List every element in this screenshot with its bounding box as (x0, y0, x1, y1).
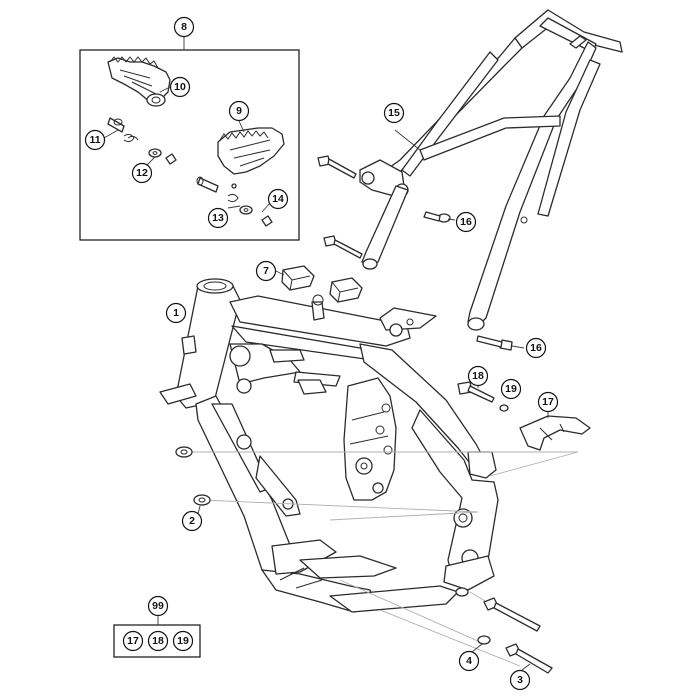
callout-7: 7 (255, 260, 277, 282)
svg-text:2: 2 (189, 515, 195, 527)
svg-text:12: 12 (136, 167, 148, 179)
svg-text:17: 17 (127, 635, 139, 647)
svg-text:1: 1 (173, 307, 179, 319)
callout-3: 3 (509, 669, 531, 691)
callout-2: 2 (181, 510, 203, 532)
subframe (359, 9, 623, 331)
callout-4: 4 (458, 650, 480, 672)
svg-text:9: 9 (236, 105, 242, 117)
svg-text:19: 19 (177, 635, 189, 647)
svg-text:14: 14 (272, 193, 284, 205)
chain-guide-washer (499, 404, 509, 412)
washer-lower-left (193, 494, 211, 506)
svg-text:8: 8 (181, 21, 187, 33)
subframe-bolt-lower-right (476, 335, 513, 351)
subframe-bolt-upper (317, 155, 357, 179)
engine-bolt-upper (455, 587, 541, 632)
svg-text:18: 18 (152, 635, 164, 647)
svg-text:15: 15 (388, 107, 400, 119)
kit-box-99 (113, 616, 201, 658)
callout-19: 19 (500, 378, 522, 400)
svg-text:10: 10 (174, 81, 186, 93)
callout-14: 14 (267, 188, 289, 210)
footrest-spring (107, 117, 139, 143)
svg-text:99: 99 (152, 600, 164, 612)
footrest-left (107, 56, 171, 107)
engine-bolt-lower (477, 635, 553, 674)
callout-11: 11 (84, 129, 106, 151)
callout-16-lower: 16 (525, 337, 547, 359)
washer-upper-left (175, 446, 193, 458)
callout-8: 8 (173, 16, 195, 38)
chain-guide (519, 415, 591, 451)
svg-text:7: 7 (263, 265, 269, 277)
svg-text:17: 17 (542, 396, 554, 408)
svg-text:13: 13 (212, 212, 224, 224)
footrest-kit-box (79, 37, 300, 241)
frame-protector-blocks (281, 265, 363, 303)
kit-callout-19: 19 (172, 630, 194, 652)
svg-text:4: 4 (466, 655, 472, 667)
assembly-guide-lines (186, 451, 579, 667)
kit-callout-17: 17 (122, 630, 144, 652)
subframe-bolt-middle (423, 211, 451, 223)
svg-text:3: 3 (517, 674, 523, 686)
callout-17: 17 (537, 391, 559, 413)
svg-text:11: 11 (89, 134, 100, 146)
callout-10: 10 (169, 76, 191, 98)
svg-text:16: 16 (530, 342, 542, 354)
callout-1: 1 (165, 302, 187, 324)
callout-15: 15 (383, 102, 405, 124)
footrest-pin-lower (196, 176, 273, 227)
subframe-bolt-lower-left (323, 235, 363, 259)
svg-text:18: 18 (472, 370, 484, 382)
chain-guide-bolt (457, 381, 495, 403)
kit-callout-18: 18 (147, 630, 169, 652)
svg-text:16: 16 (460, 216, 472, 228)
callout-16-upper: 16 (455, 211, 477, 233)
callout-18: 18 (467, 365, 489, 387)
callout-9: 9 (228, 100, 250, 122)
callout-99: 99 (147, 595, 169, 617)
footrest-right (217, 127, 285, 175)
washer-12 (148, 148, 177, 165)
svg-text:19: 19 (505, 383, 517, 395)
main-frame (159, 278, 499, 613)
callout-12: 12 (131, 162, 153, 184)
callout-13: 13 (207, 207, 229, 229)
